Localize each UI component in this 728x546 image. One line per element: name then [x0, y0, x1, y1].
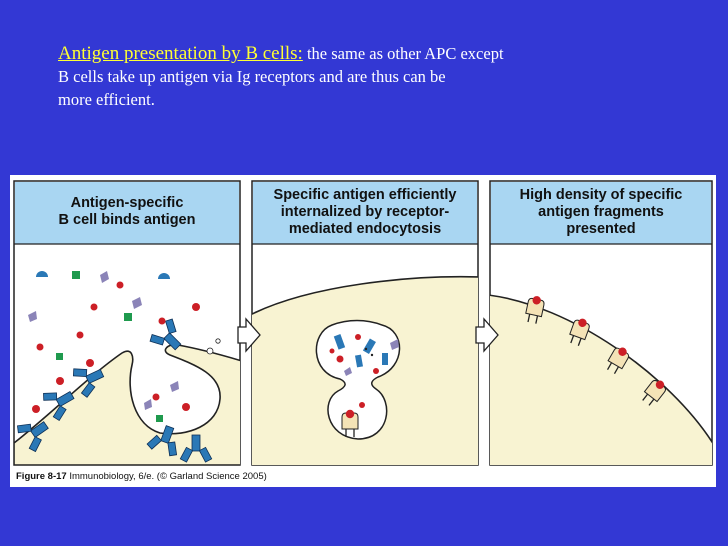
panel-3-header [491, 182, 711, 244]
panel-3-title-line-1: High density of specific [519, 186, 683, 203]
panel-2-title-line-3: mediated endocytosis [288, 220, 442, 237]
panel-2-title-line-2: internalized by receptor- [280, 203, 450, 220]
slide-text-line-1: the same as other APC except [302, 44, 504, 63]
panel-1-title-line-1: Antigen-specific [70, 195, 184, 211]
slide-heading: Antigen presentation by B cells: [58, 43, 303, 64]
panel-1-drawing [14, 271, 240, 465]
figure-caption-text: Immunobiology, 6/e. (© Garland Science 2… [66, 471, 267, 482]
figure-8-17: Antigen-specific B cell binds antigen Sp… [10, 175, 716, 487]
panel-3-title-line-2: antigen fragments [538, 203, 664, 220]
endosome [315, 319, 401, 440]
figure-caption: Figure 8-17 Immunobiology, 6/e. (© Garla… [16, 471, 267, 482]
panel-1-header [15, 182, 239, 244]
slide-text-line-2: B cells take up antigen via Ig receptors… [58, 67, 446, 86]
panel-2-drawing [252, 275, 478, 465]
panel-1-title-line-2: B cell binds antigen [58, 212, 196, 228]
arrow-right-icon [237, 317, 261, 353]
panel-2-header [253, 182, 477, 244]
figure-label: Figure 8-17 [16, 471, 67, 482]
slide-text: Antigen presentation by B cells: the sam… [58, 42, 726, 111]
figure-drawing [13, 180, 713, 466]
slide-text-line-3: more efficient. [58, 90, 155, 109]
panel-3-title: High density of specific antigen fragmen… [491, 183, 711, 241]
panel-3-drawing [490, 293, 712, 465]
arrow-right-icon [475, 317, 499, 353]
panel-2-title-line-1: Specific antigen efficiently [273, 186, 457, 203]
panel-2-title: Specific antigen efficiently internalize… [253, 183, 477, 241]
panel-1-title: Antigen-specific B cell binds antigen [15, 183, 239, 241]
panel-3-title-line-3: presented [566, 220, 636, 237]
